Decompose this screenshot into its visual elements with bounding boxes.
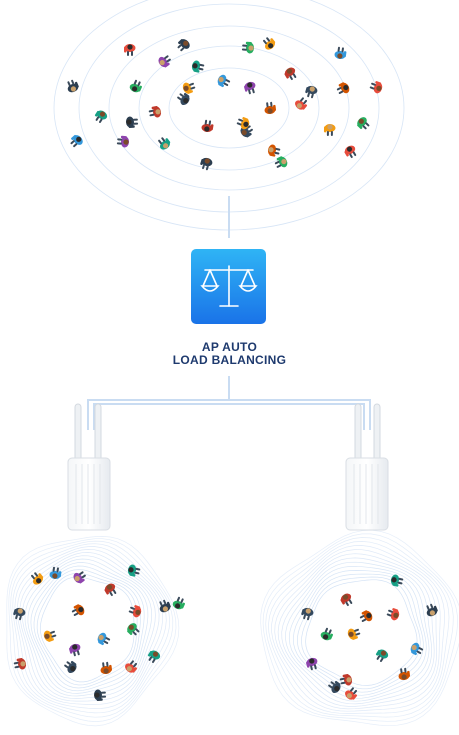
- person-icon: [339, 673, 353, 686]
- person-icon: [191, 60, 205, 73]
- person-icon: [357, 117, 370, 130]
- person-icon: [410, 642, 424, 656]
- crowd-bottom-left: [13, 564, 185, 702]
- signal-rings-bottom-right: [260, 529, 459, 727]
- person-icon: [359, 610, 373, 622]
- person-icon: [264, 101, 277, 115]
- person-icon: [375, 649, 389, 662]
- person-icon: [323, 123, 336, 137]
- person-icon: [97, 632, 111, 646]
- person-icon: [125, 116, 139, 129]
- person-icon: [263, 37, 276, 50]
- person-icon: [147, 650, 161, 663]
- person-icon: [177, 39, 190, 52]
- load-balancing-badge: [191, 249, 266, 324]
- access-point-right: [345, 403, 389, 531]
- person-icon: [100, 661, 113, 675]
- person-icon: [320, 627, 333, 641]
- person-icon: [344, 145, 357, 159]
- person-icon: [73, 571, 86, 584]
- person-icon: [69, 643, 81, 657]
- person-icon: [172, 596, 185, 610]
- person-icon: [13, 607, 26, 621]
- person-icon: [284, 67, 297, 81]
- person-icon: [158, 55, 171, 68]
- person-icon: [345, 687, 358, 700]
- person-icon: [241, 41, 255, 54]
- crowd-top: [67, 37, 383, 171]
- person-icon: [31, 572, 44, 585]
- person-icon: [182, 82, 196, 94]
- person-icon: [64, 660, 77, 674]
- person-icon: [67, 79, 79, 93]
- signal-rings-bottom-left: [6, 536, 180, 727]
- person-icon: [236, 117, 250, 130]
- label-line-1: AP AUTO: [201, 340, 258, 354]
- connector-lines: [87, 196, 371, 430]
- person-icon: [71, 604, 85, 616]
- access-point-icon: [67, 403, 111, 531]
- person-icon: [129, 79, 142, 93]
- person-icon: [127, 623, 140, 636]
- person-icon: [386, 608, 400, 621]
- person-icon: [274, 156, 288, 168]
- person-icon: [201, 119, 214, 133]
- person-icon: [426, 603, 438, 617]
- person-icon: [244, 81, 256, 95]
- person-icon: [328, 680, 341, 694]
- person-icon: [347, 628, 361, 640]
- person-icon: [306, 657, 318, 671]
- person-icon: [334, 46, 347, 60]
- person-icon: [125, 660, 138, 673]
- person-icon: [177, 92, 190, 106]
- balance-scale-icon: [200, 265, 258, 307]
- person-icon: [49, 566, 62, 580]
- access-point-left: [67, 403, 111, 531]
- person-icon: [217, 74, 231, 88]
- crowd-bottom-right: [301, 574, 438, 700]
- person-icon: [159, 599, 171, 613]
- person-icon: [148, 105, 162, 118]
- person-icon: [116, 135, 130, 148]
- person-icon: [398, 667, 411, 681]
- access-point-icon: [345, 403, 389, 531]
- person-icon: [13, 657, 27, 670]
- person-icon: [158, 137, 171, 150]
- person-icon: [267, 144, 281, 157]
- person-icon: [295, 97, 308, 110]
- person-icon: [240, 125, 253, 138]
- person-icon: [128, 605, 142, 618]
- person-icon: [200, 157, 213, 171]
- person-icon: [94, 110, 108, 123]
- person-icon: [390, 574, 404, 587]
- person-icon: [369, 81, 383, 94]
- person-icon: [70, 134, 83, 148]
- label-line-2: LOAD BALANCING: [172, 353, 287, 367]
- person-icon: [124, 44, 136, 56]
- person-icon: [305, 85, 318, 99]
- person-icon: [104, 583, 117, 597]
- person-icon: [127, 564, 141, 577]
- person-icon: [301, 607, 314, 621]
- person-icon: [43, 630, 57, 642]
- person-icon: [340, 593, 353, 607]
- person-icon: [93, 689, 107, 702]
- person-icon: [336, 82, 350, 94]
